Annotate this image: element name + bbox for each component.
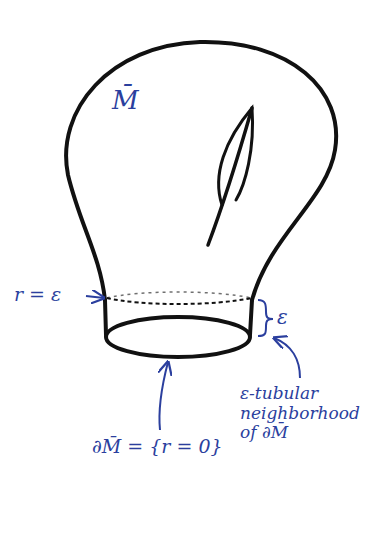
level-set-label: r = ε xyxy=(14,284,61,306)
neck-left xyxy=(105,300,106,335)
width-label: ε xyxy=(277,306,288,329)
handle-curve xyxy=(208,108,252,245)
neighborhood-label: ε-tubular neighborhood of ∂M̄ xyxy=(240,384,380,443)
manifold-outline xyxy=(66,42,336,300)
handle-inner xyxy=(219,108,253,205)
neck-right xyxy=(250,300,252,335)
leader-arrow xyxy=(86,296,104,298)
level-set-back xyxy=(107,292,251,298)
level-set-dashed xyxy=(107,298,251,304)
leader-arrow xyxy=(274,338,300,378)
boundary-label: ∂M̄ = {r = 0} xyxy=(92,436,223,458)
leader-arrow xyxy=(159,362,168,430)
epsilon-brace xyxy=(258,300,273,336)
manifold-name: M̄ xyxy=(112,86,139,116)
boundary-ellipse xyxy=(106,317,250,357)
